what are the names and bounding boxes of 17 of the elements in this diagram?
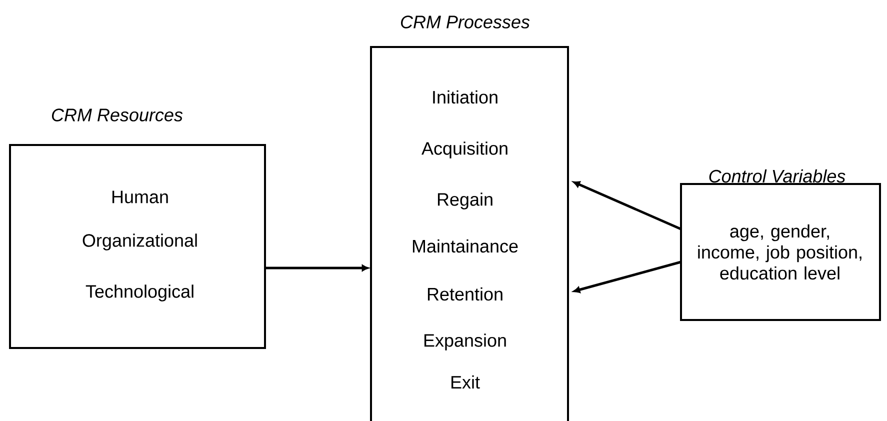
item-text: Initiation xyxy=(433,90,498,104)
item-text: Exit xyxy=(451,375,480,389)
body-text: age, gender, income, job position, education level xyxy=(698,224,862,280)
arrow xyxy=(573,260,682,293)
heading: Control Variables xyxy=(709,169,846,183)
arrow xyxy=(573,181,682,230)
heading: CRM Processes xyxy=(401,16,530,28)
item-text: Human xyxy=(112,190,168,204)
item-text: Maintainance xyxy=(412,239,518,253)
item-text: Retention xyxy=(428,287,502,301)
item-text: Organizational xyxy=(82,234,197,250)
item-text: Regain xyxy=(438,192,492,210)
item-text: Acquisition xyxy=(422,142,508,158)
item-text: Expansion xyxy=(424,334,506,350)
heading: CRM Resources xyxy=(52,108,183,122)
arrow xyxy=(265,264,369,272)
item-text: Technological xyxy=(86,284,194,302)
